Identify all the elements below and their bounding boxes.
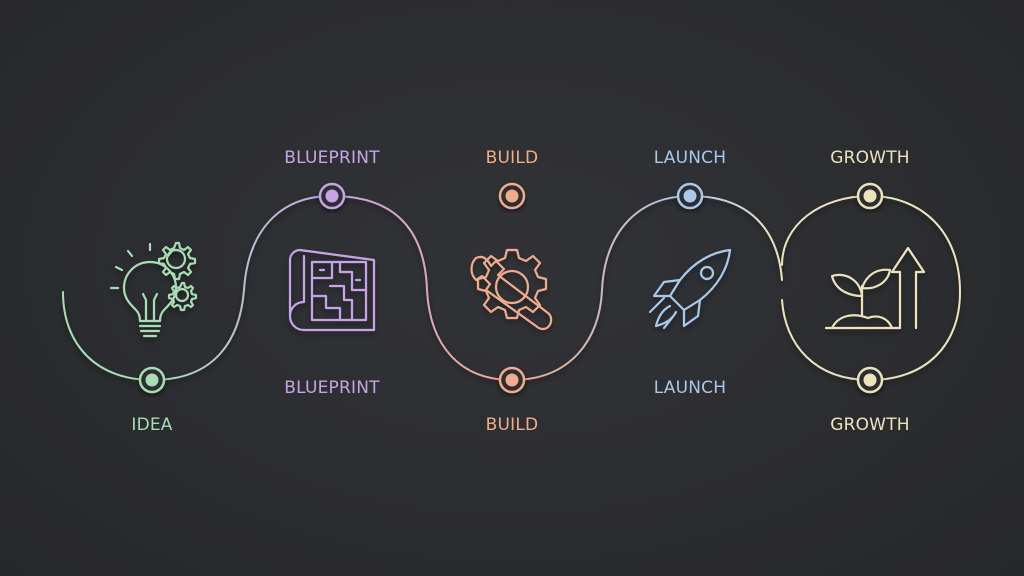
label-launch-bottom: LAUNCH bbox=[654, 378, 727, 398]
flow-path bbox=[62, 195, 961, 381]
rocket-icon bbox=[648, 248, 732, 330]
node-idea-bottom bbox=[138, 366, 166, 394]
label-blueprint-top: BLUEPRINT bbox=[284, 148, 380, 168]
flow-segment-blueprint-build bbox=[331, 195, 513, 381]
flow-segment-idea-blueprint bbox=[151, 195, 333, 381]
plant-arrow-icon bbox=[824, 246, 926, 330]
flow-segment-idea bbox=[62, 291, 153, 381]
wrench-gear-icon bbox=[470, 248, 553, 331]
blueprint-icon bbox=[288, 248, 376, 332]
label-launch-top: LAUNCH bbox=[654, 148, 727, 168]
labels: IDEA BLUEPRINT BLUEPRINT BUILD BUILD LAU… bbox=[131, 148, 909, 435]
label-idea: IDEA bbox=[131, 415, 172, 435]
node-growth-bottom bbox=[856, 366, 884, 394]
node-blueprint-top bbox=[318, 182, 346, 210]
label-growth-top: GROWTH bbox=[830, 148, 910, 168]
label-blueprint-bottom: BLUEPRINT bbox=[284, 378, 380, 398]
node-build-top bbox=[498, 182, 526, 210]
label-build-top: BUILD bbox=[486, 148, 539, 168]
lightbulb-gears-icon bbox=[109, 241, 198, 338]
flow-segment-launch-growth bbox=[689, 195, 783, 281]
nodes bbox=[138, 182, 884, 394]
node-build-bottom bbox=[498, 366, 526, 394]
label-build-bottom: BUILD bbox=[486, 415, 539, 435]
flow-segment-build-launch bbox=[511, 195, 691, 381]
flow-segment-growth bbox=[781, 195, 961, 381]
node-growth-top bbox=[856, 182, 884, 210]
node-launch-top bbox=[676, 182, 704, 210]
label-growth-bottom: GROWTH bbox=[830, 415, 910, 435]
